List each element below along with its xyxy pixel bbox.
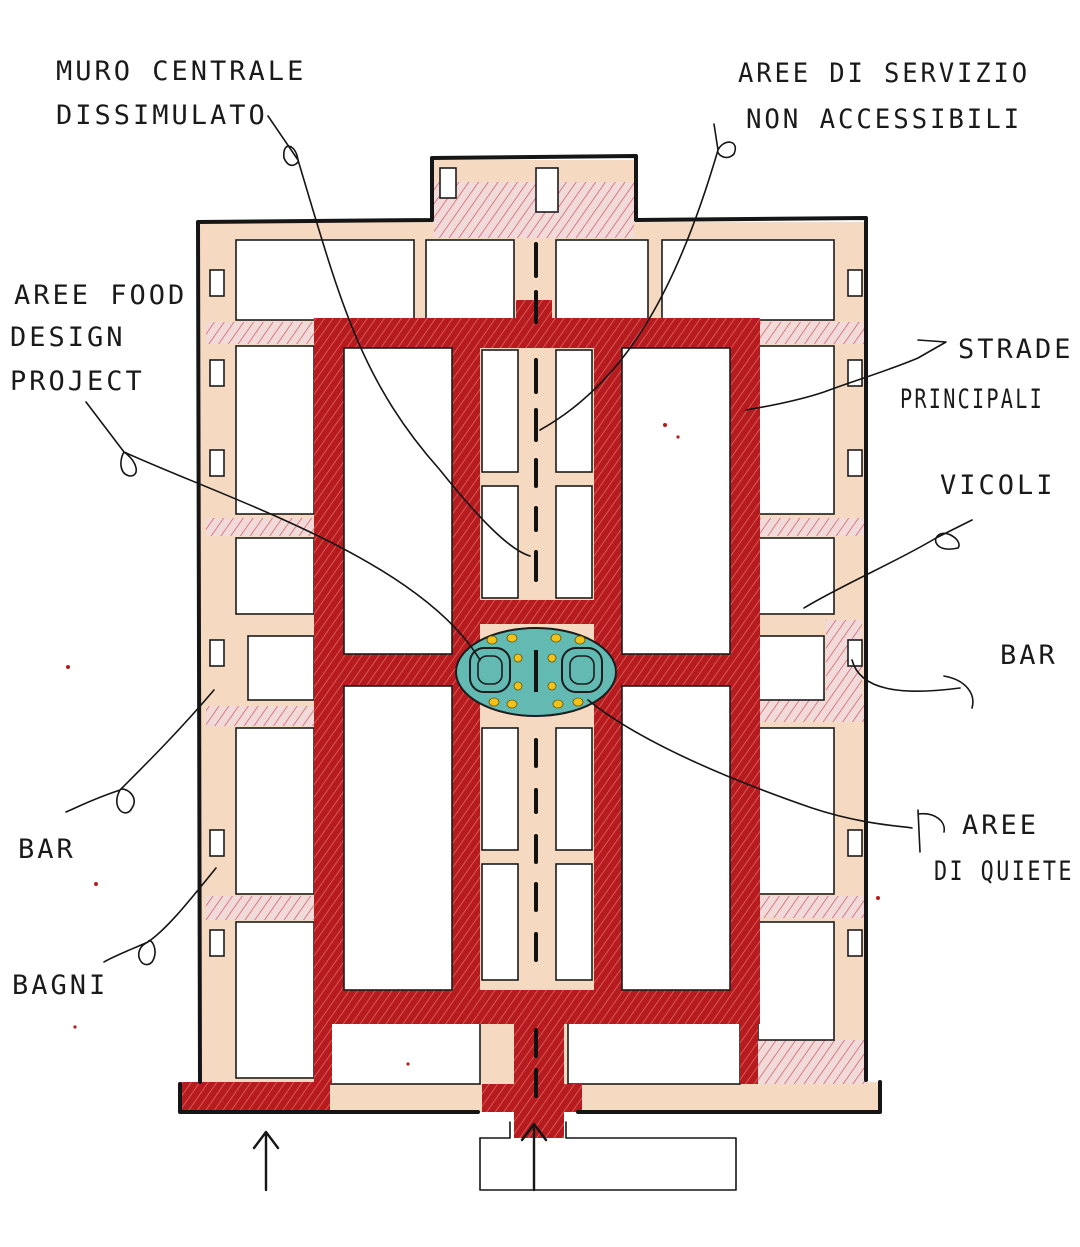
- label-aree-servizio-l1: AREE DI SERVIZIO: [738, 58, 1030, 89]
- label-muro-centrale-l1: MURO CENTRALE: [56, 56, 306, 87]
- building: [178, 154, 882, 1138]
- label-strade-l1: STRADE: [958, 334, 1074, 365]
- entrances: [252, 1121, 737, 1192]
- quiet-seats: [486, 633, 586, 709]
- label-vicoli: VICOLI: [940, 470, 1056, 501]
- service-areas: [206, 182, 866, 1084]
- leader-lines: [65, 115, 974, 966]
- label-aree-food-l3: PROJECT: [10, 366, 145, 397]
- label-bar-left: BAR: [18, 834, 76, 865]
- rooms: [209, 167, 863, 1085]
- annotations: MURO CENTRALE DISSIMULATO AREE DI SERVIZ…: [10, 56, 1074, 1001]
- main-entrance-arrow-icon: [520, 1122, 548, 1192]
- side-entrance-arrow-icon: [252, 1130, 280, 1192]
- quiet-area: [455, 627, 617, 717]
- label-aree-food-l1: AREE FOOD: [14, 280, 187, 311]
- label-aree-quiete-l1: AREE: [962, 810, 1039, 841]
- sketch-marks: [66, 423, 880, 1066]
- label-bar-right: BAR: [1000, 640, 1058, 671]
- building-outline: [196, 154, 868, 1084]
- label-muro-centrale-l2: DISSIMULATO: [56, 100, 268, 131]
- label-strade-l2: PRINCIPALI: [900, 384, 1044, 415]
- label-aree-food-l2: DESIGN: [10, 322, 126, 353]
- label-aree-servizio-l2: NON ACCESSIBILI: [746, 104, 1022, 135]
- label-bagni: BAGNI: [12, 970, 108, 1001]
- label-aree-quiete-l2: DI QUIETE: [934, 856, 1074, 887]
